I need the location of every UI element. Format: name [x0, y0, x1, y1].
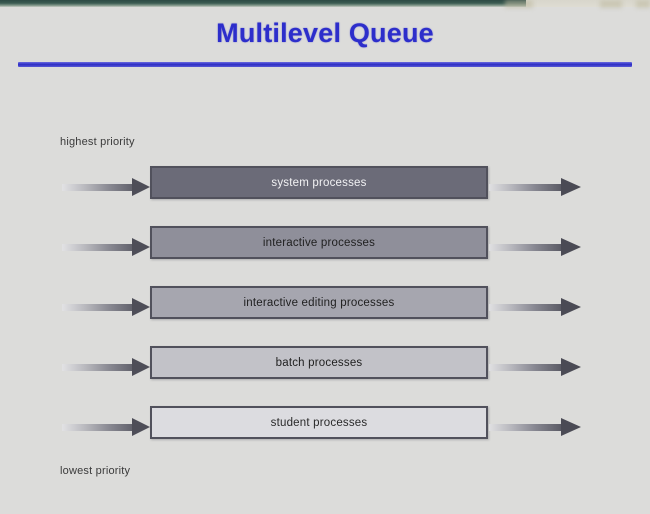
arrow-shaft: [62, 364, 136, 371]
arrow-head: [132, 298, 150, 316]
arrow-head: [132, 238, 150, 256]
queue-box-interactive-processes[interactable]: interactive processes: [150, 226, 488, 259]
arrow-head: [132, 418, 150, 436]
title-divider: [18, 62, 632, 67]
arrow-head: [561, 358, 581, 376]
arrow-shaft: [489, 364, 565, 371]
queue-row: student processes: [0, 406, 650, 466]
arrow-right-icon-out: [489, 298, 583, 316]
queue-box-batch-processes[interactable]: batch processes: [150, 346, 488, 379]
arrow-head: [561, 418, 581, 436]
video-artifact: [505, 0, 533, 8]
video-top-strip-right: [526, 0, 650, 7]
arrow-shaft: [489, 304, 565, 311]
arrow-head: [132, 358, 150, 376]
arrow-shaft: [62, 244, 136, 251]
queue-label: batch processes: [275, 356, 363, 369]
page-title: Multilevel Queue: [216, 18, 434, 48]
queue-list: system processes interactive processes: [0, 166, 650, 466]
queue-row: batch processes: [0, 346, 650, 406]
queue-row: interactive editing processes: [0, 286, 650, 346]
queue-box-interactive-editing-processes[interactable]: interactive editing processes: [150, 286, 488, 319]
video-artifact: [636, 0, 650, 8]
arrow-shaft: [62, 184, 136, 191]
arrow-right-icon-in: [62, 298, 150, 316]
arrow-right-icon-out: [489, 178, 583, 196]
queue-row: interactive processes: [0, 226, 650, 286]
arrow-shaft: [489, 244, 565, 251]
arrow-shaft: [489, 184, 565, 191]
arrow-right-icon-in: [62, 418, 150, 436]
queue-label: interactive editing processes: [243, 296, 395, 309]
arrow-right-icon-in: [62, 238, 150, 256]
arrow-head: [561, 298, 581, 316]
queue-box-system-processes[interactable]: system processes: [150, 166, 488, 199]
arrow-shaft: [62, 304, 136, 311]
arrow-right-icon-in: [62, 178, 150, 196]
queue-label: student processes: [270, 416, 368, 429]
arrow-shaft: [62, 424, 136, 431]
queue-row: system processes: [0, 166, 650, 226]
video-top-strip: [0, 0, 526, 7]
highest-priority-label: highest priority: [60, 136, 135, 148]
arrow-shaft: [489, 424, 565, 431]
queue-label: system processes: [271, 176, 367, 189]
arrow-head: [132, 178, 150, 196]
arrow-right-icon-in: [62, 358, 150, 376]
queue-label: interactive processes: [262, 236, 376, 249]
video-artifact: [600, 0, 622, 8]
arrow-right-icon-out: [489, 358, 583, 376]
arrow-head: [561, 238, 581, 256]
queue-box-student-processes[interactable]: student processes: [150, 406, 488, 439]
arrow-right-icon-out: [489, 418, 583, 436]
arrow-right-icon-out: [489, 238, 583, 256]
lowest-priority-label: lowest priority: [60, 465, 131, 477]
arrow-head: [561, 178, 581, 196]
